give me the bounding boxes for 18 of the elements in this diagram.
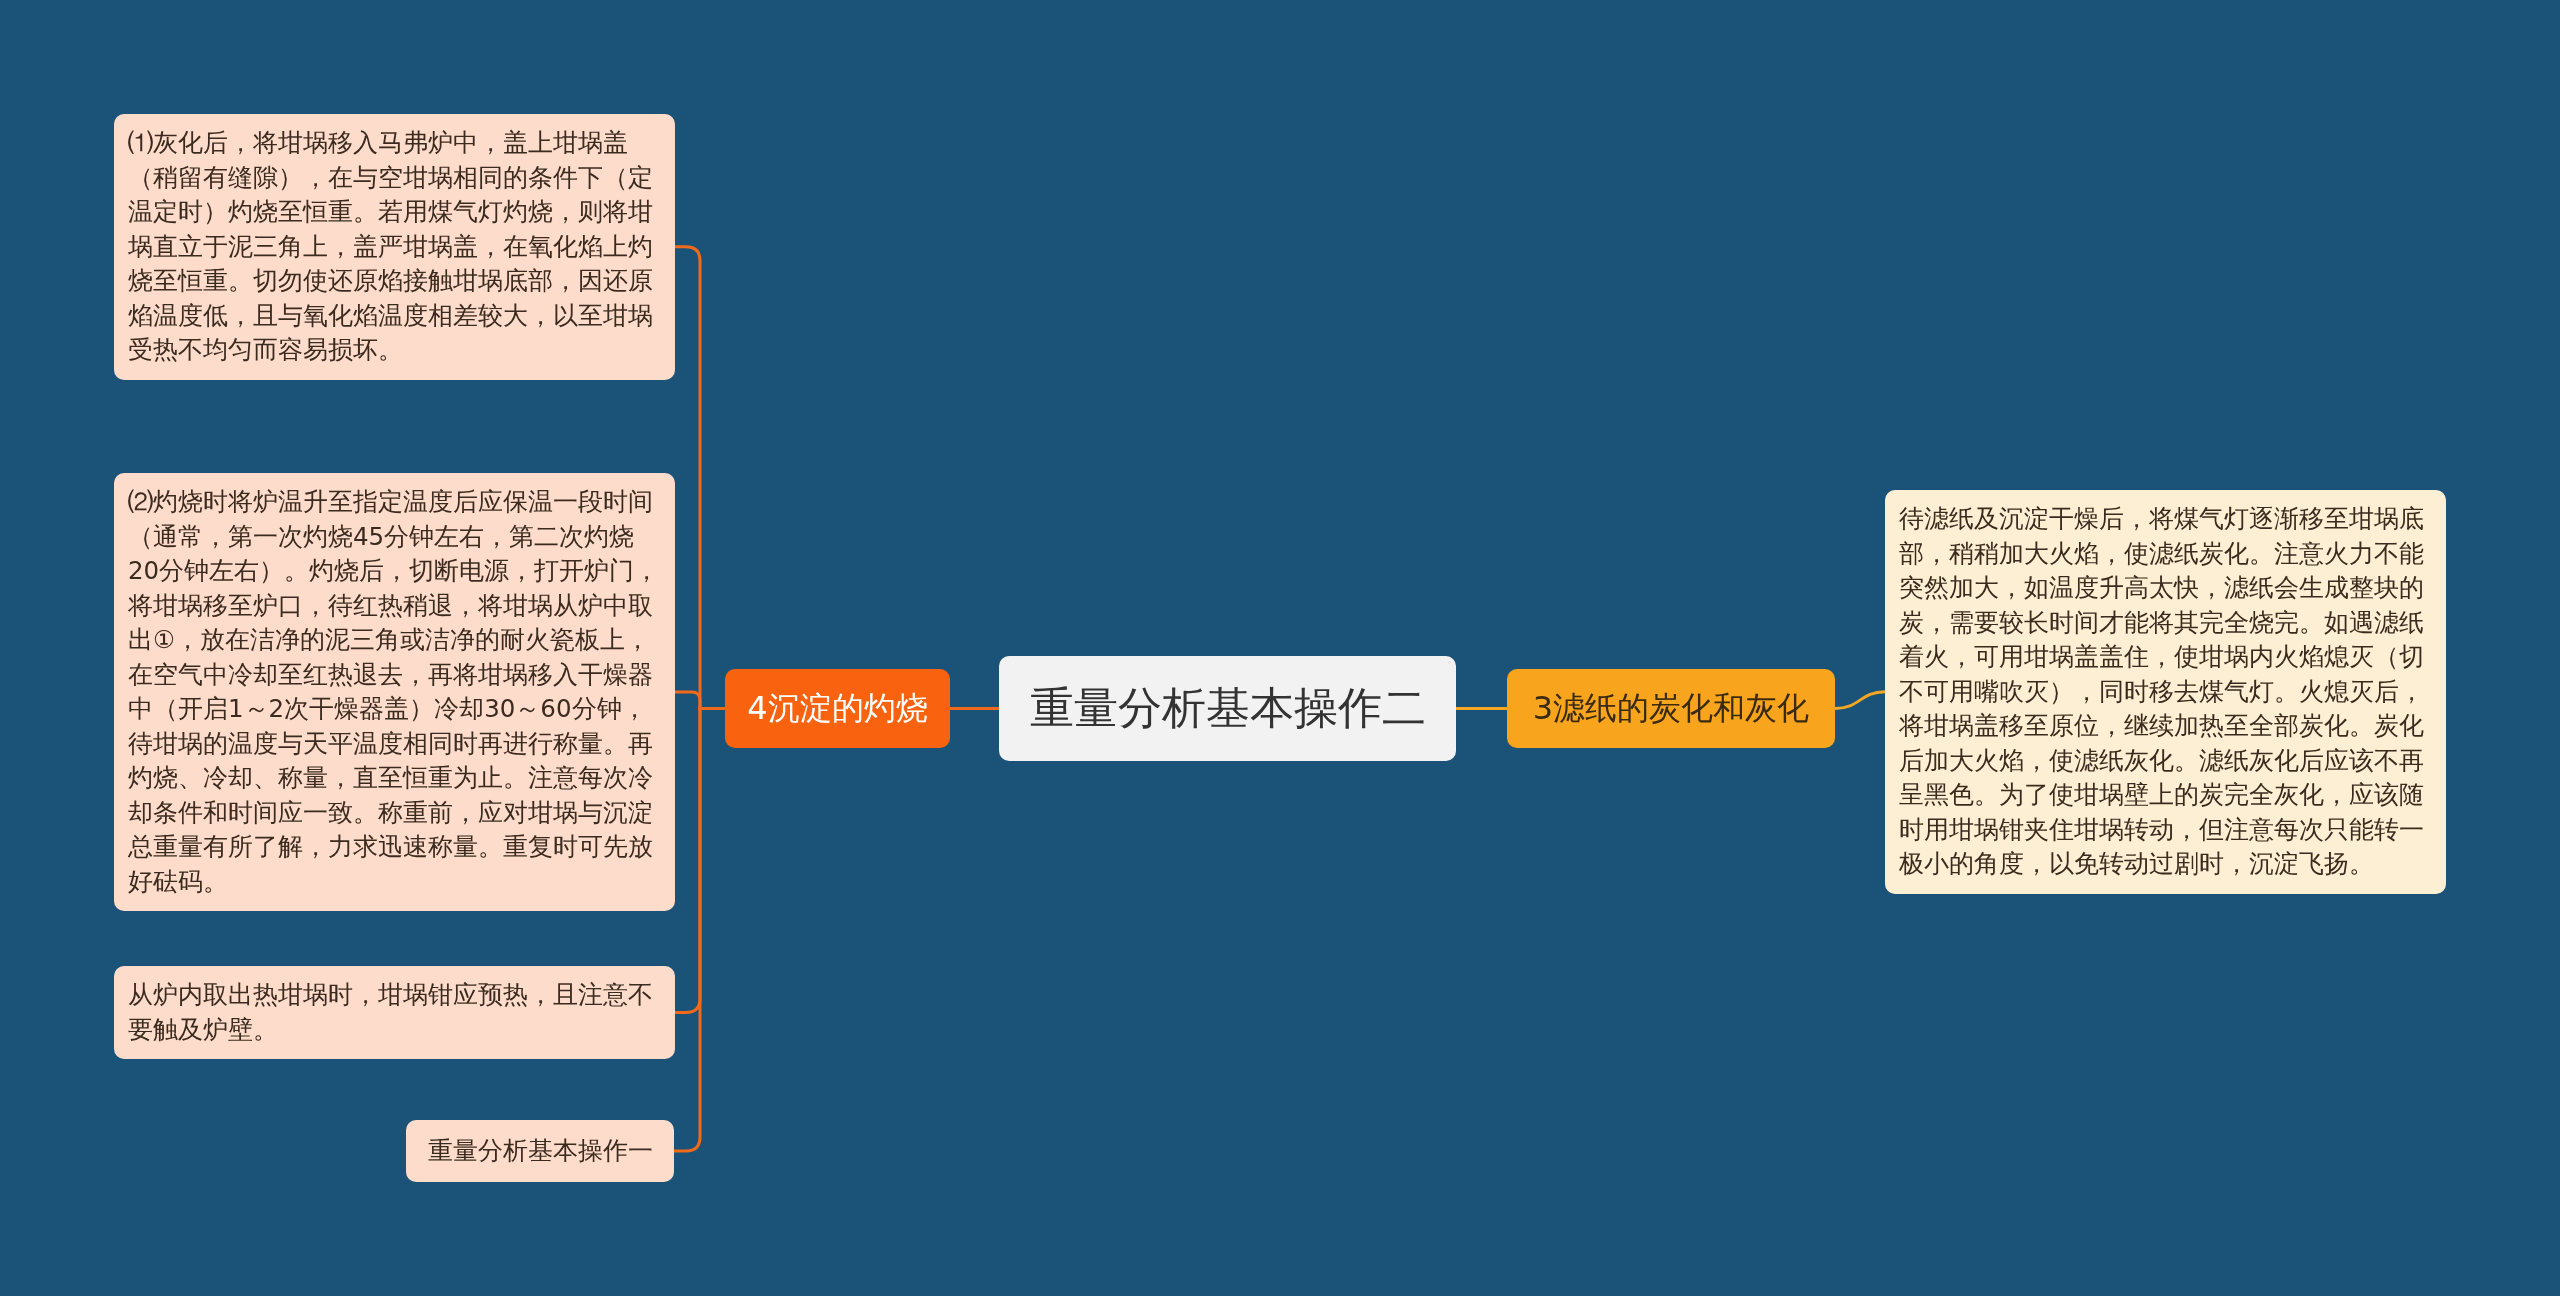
note-text: 待滤纸及沉淀干燥后，将煤气灯逐渐移至坩埚底部，稍稍加大火焰，使滤纸炭化。注意火力不能突然加大，如温度升高太快，滤纸会生成整块的炭，需要较长时间才能将其完全烧完。如遇滤纸着火，可用坩埚盖盖住，使坩埚内火焰熄灭（切不可用嘴吹灭），同时移去煤气灯。火熄灭后，将坩埚盖移至原位，继续加热至全部炭化。炭化后加大火焰，使滤纸灰化。滤纸灰化后应该不再呈黑色。为了使坩埚壁上的炭完全灰化，应该随时用坩埚钳夹住坩埚转动，但注意每次只能转一极小的角度，以免转动过剧时，沉淀飞扬。 [1899,503,2425,880]
topic-text: 4沉淀的灼烧 [747,687,928,729]
note-card [114,114,675,380]
topic-text: 重量分析基本操作二 [1029,681,1426,735]
connector-line [950,707,999,710]
branch-topic [725,669,950,748]
branch-topic [1507,669,1835,748]
note-text: 重量分析基本操作一 [427,1134,653,1167]
topic-text: 3滤纸的炭化和灰化 [1532,687,1810,729]
connector-line [1834,690,1886,710]
note-text: 从炉内取出热坩埚时，坩埚钳应预热，且注意不要触及炉壁。 [128,979,654,1046]
note-card [114,966,675,1059]
connector-line [1456,707,1507,710]
note-text: ⑵灼烧时将炉温升至指定温度后应保温一段时间（通常，第一次灼烧45分钟左右，第二次灼烧20分钟左右）。灼烧后，切断电源，打开炉门，将坩埚移至炉口，待红热稍退，将坩埚从炉中取出①，放在洁净的泥三角或洁净的耐火瓷板上，在空气中冷却至红热退去，再将坩埚移入干燥器中（开启1～2次干燥器盖）冷却30～60分钟，待坩埚的温度与天平温度相同时再进行称量。再灼烧、冷却、称量，直至恒重为止。注意每次冷却条件和时间应一致。称重前，应对坩埚与沉淀总重量有所了解，力求迅速称量。重复时可先放好砝码。 [128,486,661,898]
note-card [406,1120,674,1182]
note-text: ⑴灰化后，将坩埚移入马弗炉中，盖上坩埚盖（稍留有缝隙），在与空坩埚相同的条件下（定温定时）灼烧至恒重。若用煤气灯灼烧，则将坩埚直立于泥三角上，盖严坩埚盖，在氧化焰上灼烧至恒重。切勿使还原焰接触坩埚底部，因还原焰温度低，且与氧化焰温度相差较大，以至坩埚受热不均匀而容易损坏。 [128,127,654,366]
connector-line [674,707,725,1153]
central-topic [999,656,1456,761]
